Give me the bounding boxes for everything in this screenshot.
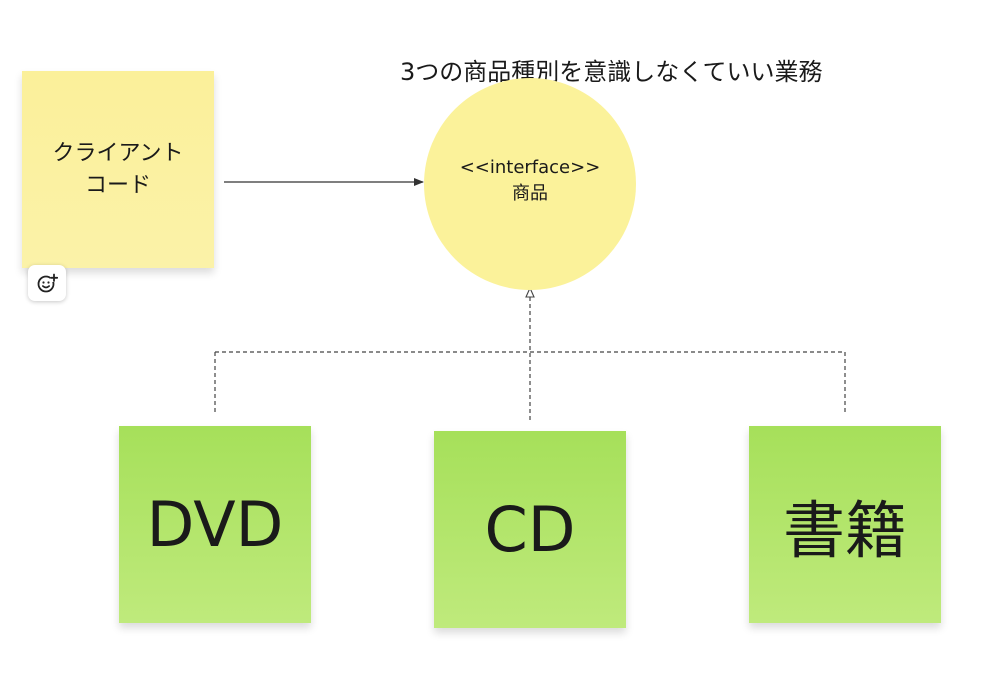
diagram-title: 3つの商品種別を意識しなくていい業務 <box>400 58 823 86</box>
interface-node[interactable]: <<interface>> 商品 <box>424 78 636 290</box>
realization-arrowhead <box>525 286 535 298</box>
dvd-label: DVD <box>146 488 284 561</box>
cd-note[interactable]: CD <box>434 431 626 628</box>
book-note[interactable]: 書籍 <box>749 426 941 623</box>
book-label: 書籍 <box>782 493 907 567</box>
dvd-note[interactable]: DVD <box>119 426 311 623</box>
client-code-note[interactable]: クライアント コード <box>22 71 214 268</box>
cd-label: CD <box>484 493 576 566</box>
client-code-label: クライアント コード <box>52 140 184 198</box>
interface-name: 商品 <box>512 183 548 204</box>
realization-connectors[interactable] <box>214 297 846 420</box>
add-reaction-button[interactable] <box>28 265 66 301</box>
add-reaction-icon <box>37 273 58 293</box>
interface-stereotype: <<interface>> <box>459 157 601 178</box>
